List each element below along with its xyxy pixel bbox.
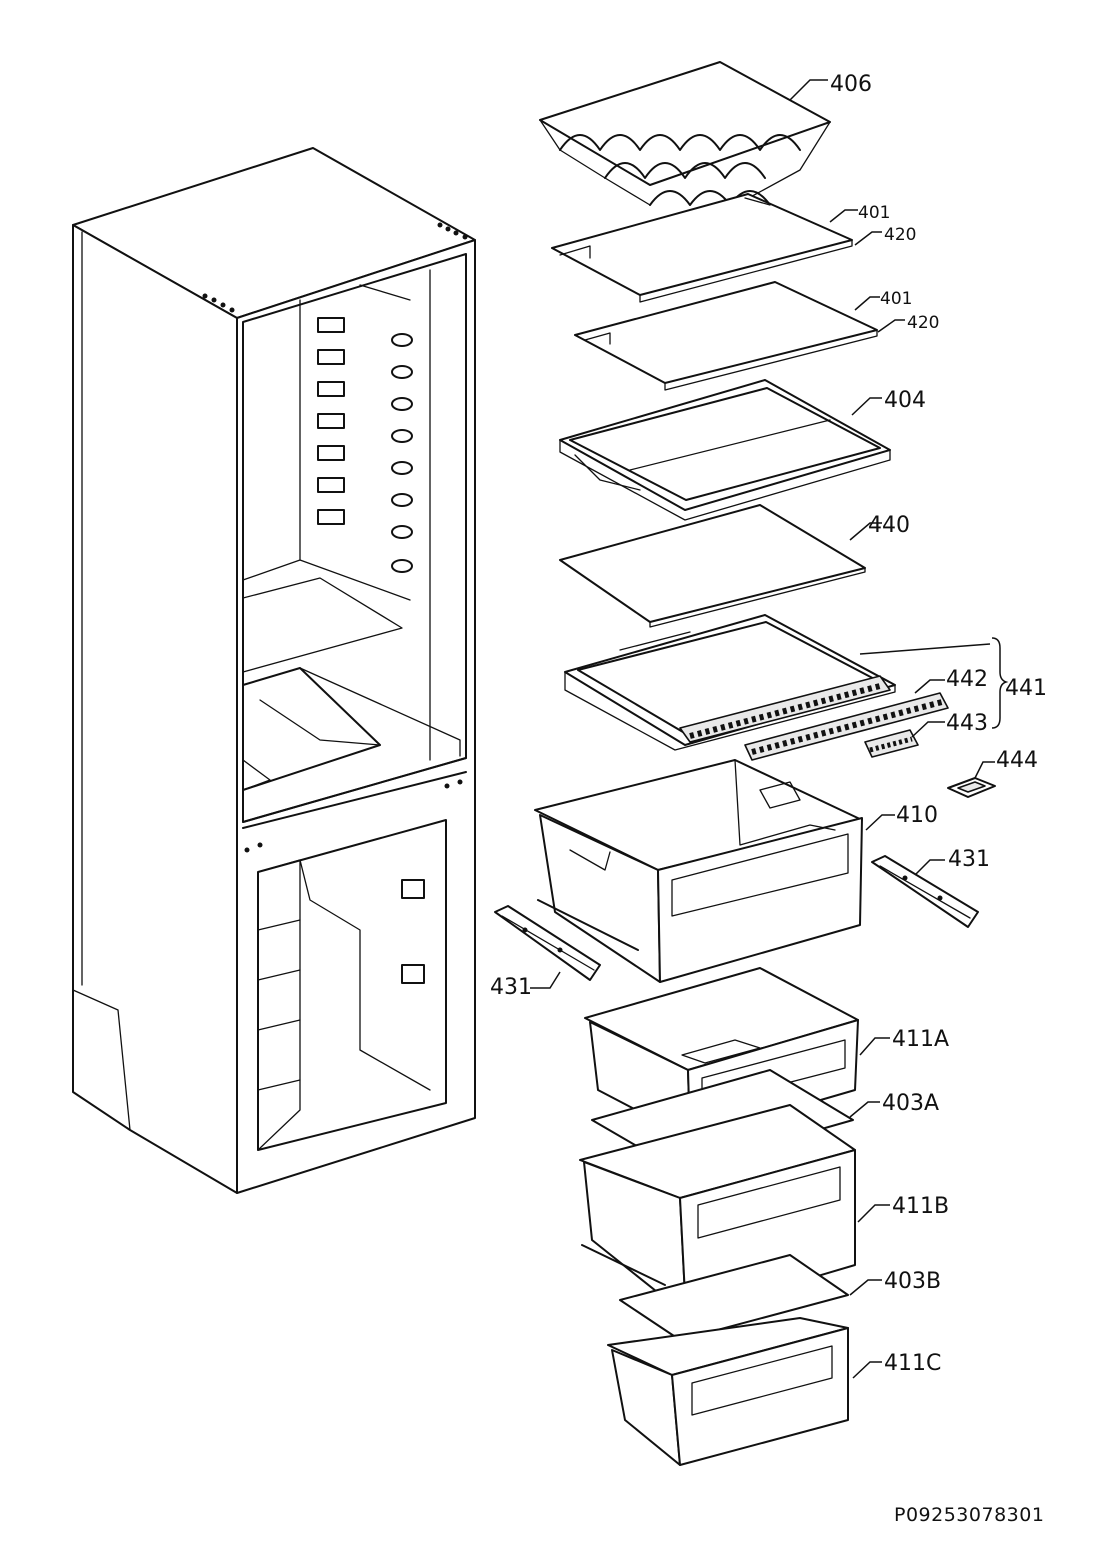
label-431-left: 431 (490, 975, 532, 1000)
shelf-support-column (317, 317, 345, 525)
label-411B: 411B (892, 1194, 949, 1219)
part-411C-drawer (607, 1317, 849, 1466)
label-404: 404 (884, 388, 926, 413)
label-411A: 411A (892, 1027, 949, 1052)
label-403B: 403B (884, 1269, 941, 1294)
shelf-support-right (391, 333, 413, 573)
part-403B-plate (619, 1254, 849, 1341)
label-441: 441 (1005, 676, 1047, 701)
part-401-glass-shelf-upper (551, 193, 853, 303)
label-411C: 411C (884, 1351, 941, 1376)
part-444-clip (947, 777, 996, 798)
part-401-glass-shelf-lower (574, 281, 878, 391)
part-406-wine-rack (539, 61, 831, 206)
hinge-holes (202, 222, 468, 313)
label-443: 443 (946, 711, 988, 736)
part-404-framed-shelf (559, 379, 891, 521)
part-442-vent-strip (744, 692, 949, 761)
refrigerator-cabinet (72, 147, 476, 1194)
part-410-drawer (534, 759, 863, 983)
part-labels: 406 401 420 401 420 404 440 442 441 443 … (490, 72, 1047, 1526)
label-410: 410 (896, 803, 938, 828)
label-420-upper: 420 (884, 225, 916, 245)
label-406: 406 (830, 72, 872, 97)
part-440-glass-plate (559, 504, 866, 628)
part-443-vent-insert (864, 729, 919, 758)
label-442: 442 (946, 667, 988, 692)
label-401-upper: 401 (858, 203, 890, 223)
drawing-code: P09253078301 (894, 1504, 1044, 1526)
label-440: 440 (868, 513, 910, 538)
label-403A: 403A (882, 1091, 939, 1116)
part-441-crisper-cover (564, 614, 896, 751)
label-444: 444 (996, 748, 1038, 773)
label-431-right: 431 (948, 847, 990, 872)
leader-lines (530, 79, 1009, 1379)
part-431-runner-left (494, 899, 639, 981)
part-431-runner-right (871, 855, 979, 928)
label-401-lower: 401 (880, 289, 912, 309)
label-420-lower: 420 (907, 313, 939, 333)
